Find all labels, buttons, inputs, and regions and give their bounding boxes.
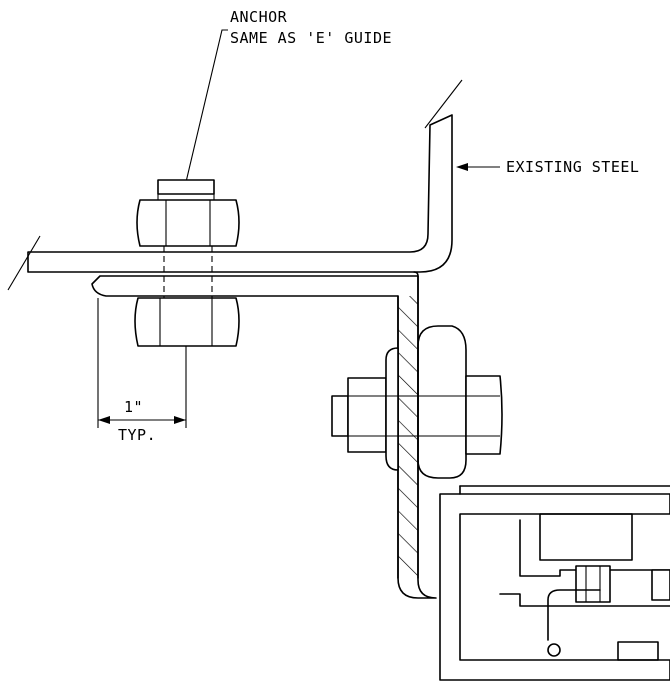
existing-steel-callout: EXISTING STEEL	[456, 158, 639, 176]
new-angle-section	[91, 275, 437, 599]
horizontal-bolt-right-nut	[465, 375, 503, 455]
horizontal-bolt	[331, 325, 503, 479]
dimension-value: 1"	[124, 398, 143, 416]
break-line-left	[7, 235, 41, 291]
existing-steel-section	[27, 114, 453, 273]
dimension-note: TYP.	[118, 426, 156, 444]
guide-shoe-block	[539, 513, 633, 561]
existing-steel-angle	[7, 79, 463, 291]
anchor-label-line1: ANCHOR	[230, 8, 288, 26]
dimension-callout: 1" TYP.	[97, 298, 187, 444]
existing-steel-arrowhead	[456, 163, 468, 171]
top-nut	[136, 199, 240, 247]
anchor-label-line2: SAME AS 'E' GUIDE	[230, 29, 392, 47]
guide-channel	[439, 493, 670, 681]
bottom-pad	[617, 641, 659, 661]
vertical-anchor-bolt	[134, 179, 240, 347]
existing-steel-label: EXISTING STEEL	[506, 158, 639, 176]
guide-box	[439, 485, 670, 681]
inner-bolt-nut	[575, 565, 611, 603]
guide-plate	[417, 325, 467, 479]
anchor-callout: ANCHOR SAME AS 'E' GUIDE	[185, 8, 392, 183]
horizontal-bolt-left-nut	[347, 377, 387, 453]
horizontal-bolt-thread	[331, 395, 349, 437]
bolt-thread-end	[157, 179, 215, 195]
break-line-top	[424, 79, 463, 129]
anchor-leader-line	[185, 29, 228, 183]
bottom-nut	[134, 297, 240, 347]
